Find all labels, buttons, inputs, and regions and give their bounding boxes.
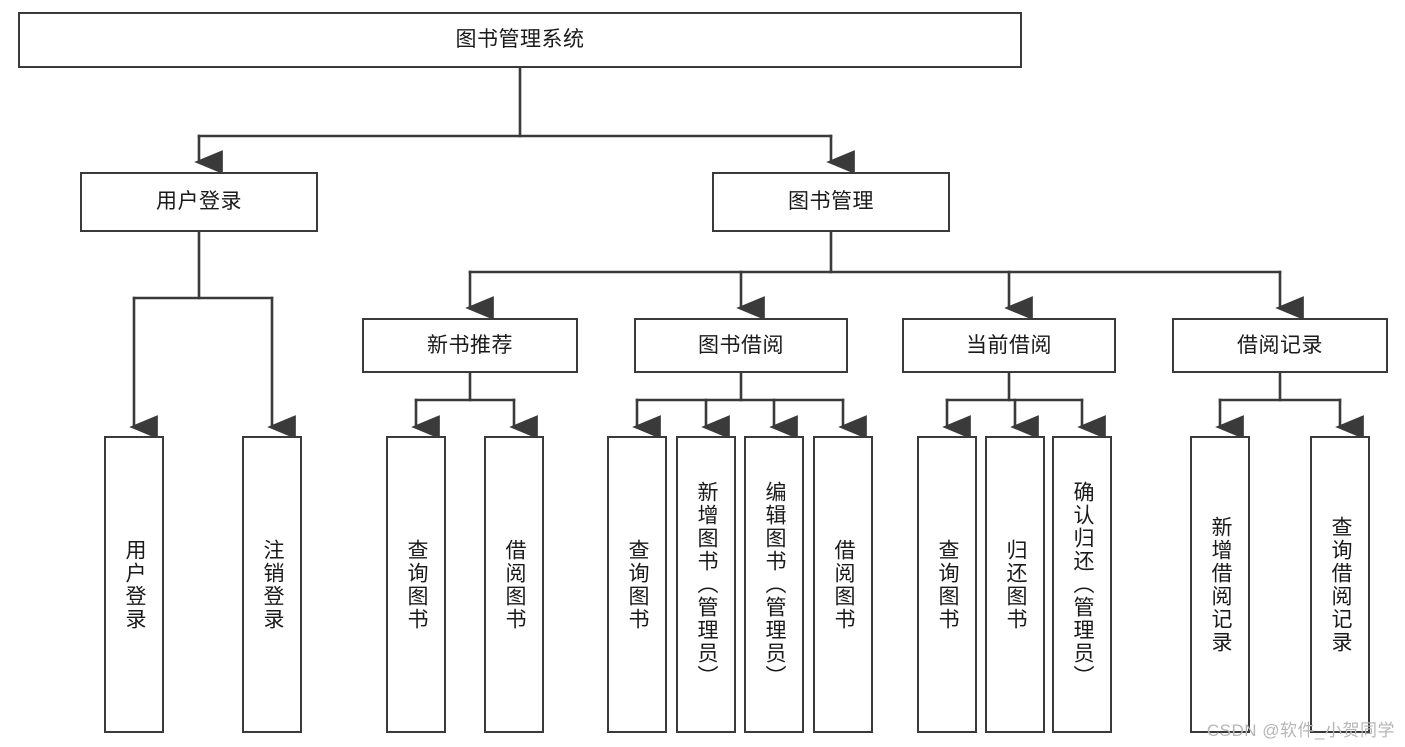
node-leaf-add-record[interactable]: 新增借阅记录 xyxy=(1190,436,1250,733)
node-leaf-confirm-return-label: 确认归还（管理员） xyxy=(1071,481,1095,688)
node-root-label: 图书管理系统 xyxy=(455,28,585,52)
node-book-manage-label: 图书管理 xyxy=(788,190,874,214)
node-leaf-borrow-book-rec[interactable]: 借阅图书 xyxy=(484,436,544,733)
node-leaf-user-login-label: 用户登录 xyxy=(123,538,147,631)
node-leaf-borrow-book-bor-label: 借阅图书 xyxy=(832,538,856,631)
watermark-text: CSDN @软件_小贺同学 xyxy=(1206,721,1395,740)
node-leaf-query-book-bor[interactable]: 查询图书 xyxy=(607,436,667,733)
node-book-manage[interactable]: 图书管理 xyxy=(712,172,950,232)
node-leaf-add-record-label: 新增借阅记录 xyxy=(1209,515,1233,654)
node-leaf-return-book-label: 归还图书 xyxy=(1004,538,1028,631)
node-book-borrow-label: 图书借阅 xyxy=(698,333,784,357)
node-leaf-confirm-return[interactable]: 确认归还（管理员） xyxy=(1052,436,1112,733)
node-leaf-edit-book[interactable]: 编辑图书（管理员） xyxy=(744,436,804,733)
node-new-book-recommend-label: 新书推荐 xyxy=(427,333,513,357)
node-leaf-query-book-bor-label: 查询图书 xyxy=(626,538,650,631)
node-leaf-query-book-cur-label: 查询图书 xyxy=(936,538,960,631)
node-leaf-logout-label: 注销登录 xyxy=(261,538,285,631)
node-leaf-user-login[interactable]: 用户登录 xyxy=(104,436,164,733)
node-leaf-query-record[interactable]: 查询借阅记录 xyxy=(1310,436,1370,733)
node-root[interactable]: 图书管理系统 xyxy=(18,12,1022,68)
node-borrow-record-label: 借阅记录 xyxy=(1237,333,1323,357)
node-leaf-borrow-book-rec-label: 借阅图书 xyxy=(503,538,527,631)
node-borrow-record[interactable]: 借阅记录 xyxy=(1172,318,1388,373)
node-user-login-label: 用户登录 xyxy=(156,190,242,214)
node-leaf-return-book[interactable]: 归还图书 xyxy=(985,436,1045,733)
node-leaf-query-book-cur[interactable]: 查询图书 xyxy=(917,436,977,733)
node-leaf-borrow-book-bor[interactable]: 借阅图书 xyxy=(813,436,873,733)
node-leaf-add-book[interactable]: 新增图书（管理员） xyxy=(676,436,736,733)
node-leaf-logout[interactable]: 注销登录 xyxy=(242,436,302,733)
node-leaf-query-record-label: 查询借阅记录 xyxy=(1329,515,1353,654)
node-leaf-add-book-label: 新增图书（管理员） xyxy=(695,481,719,688)
node-new-book-recommend[interactable]: 新书推荐 xyxy=(362,318,578,373)
node-leaf-query-book-rec[interactable]: 查询图书 xyxy=(386,436,446,733)
node-user-login[interactable]: 用户登录 xyxy=(80,172,318,232)
node-current-borrow-label: 当前借阅 xyxy=(966,333,1052,357)
node-book-borrow[interactable]: 图书借阅 xyxy=(634,318,848,373)
node-leaf-query-book-rec-label: 查询图书 xyxy=(405,538,429,631)
node-current-borrow[interactable]: 当前借阅 xyxy=(902,318,1116,373)
node-leaf-edit-book-label: 编辑图书（管理员） xyxy=(763,481,787,688)
